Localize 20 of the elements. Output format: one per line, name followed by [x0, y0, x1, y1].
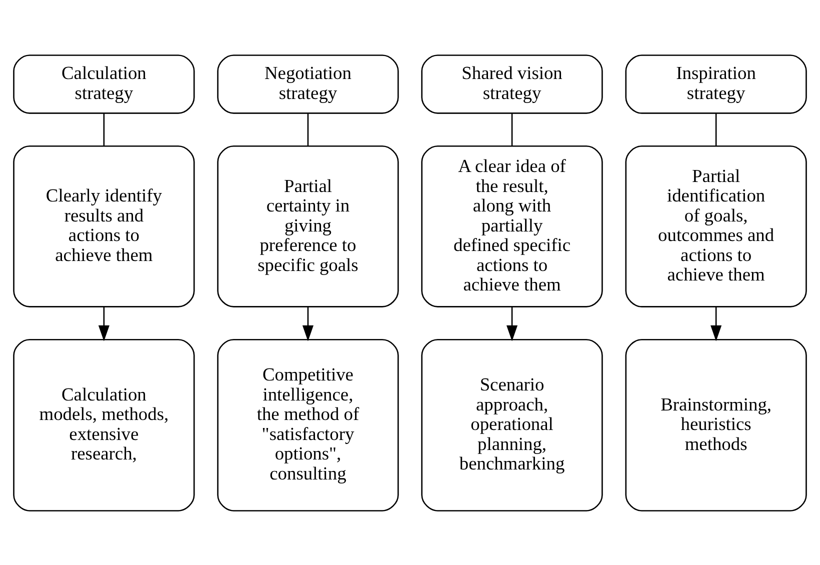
- node-box: Brainstorming, heuristics methods: [625, 338, 807, 511]
- arrow: [302, 306, 314, 341]
- node-box: Partial identification of goals, outcommes and actions to achieve them: [625, 144, 807, 307]
- node-box: A clear idea of the result, along with partially defined specific actions to achieve them: [421, 144, 603, 307]
- node-box: Clearly identify results and actions to achieve them: [13, 144, 195, 307]
- node-box: Shared vision strategy: [421, 54, 603, 114]
- connector: [103, 112, 105, 146]
- node-box: Calculation models, methods, extensive research,: [13, 338, 195, 511]
- node-box: Partial certainty in giving preference to specific goals: [217, 144, 399, 307]
- arrow: [710, 306, 722, 341]
- connector: [715, 112, 717, 146]
- node-box: Inspiration strategy: [625, 54, 807, 114]
- arrow: [98, 306, 110, 341]
- node-box: Competitive intelligence, the method of "satisfactory options", consulting: [217, 338, 399, 511]
- connector: [511, 112, 513, 146]
- node-box: Calculation strategy: [13, 54, 195, 114]
- arrow: [506, 306, 518, 341]
- node-box: Scenario approach, operational planning, benchmarking: [421, 338, 603, 511]
- node-box: Negotiation strategy: [217, 54, 399, 114]
- connector: [307, 112, 309, 146]
